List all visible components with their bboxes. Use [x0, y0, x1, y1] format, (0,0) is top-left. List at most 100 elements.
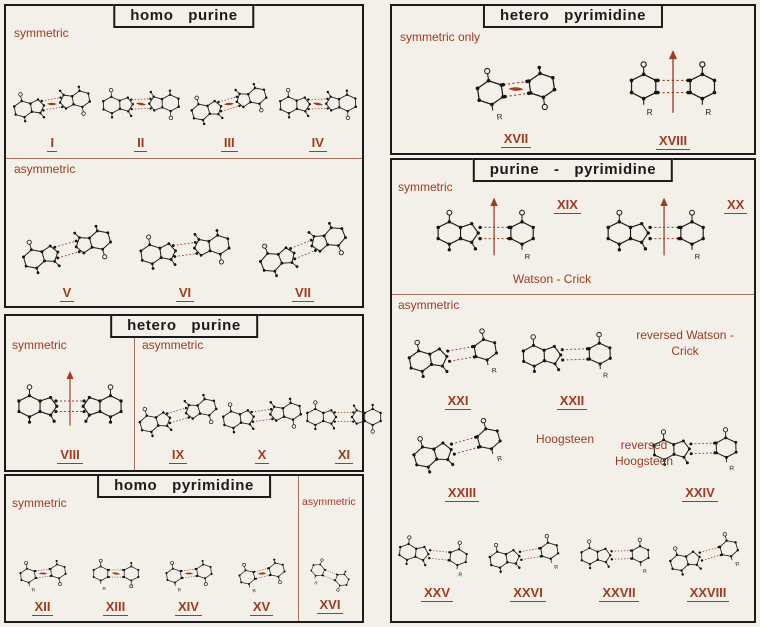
structure-XI: XI: [304, 352, 384, 464]
section-label-asymmetric: asymmetric: [302, 496, 356, 508]
basepair-diagram-XVIII: [609, 44, 737, 131]
basepair-diagram-XV: [225, 546, 298, 600]
structure-XVI: XVI: [300, 514, 360, 614]
structure-numeral-XIII: XIII: [102, 599, 129, 616]
basepair-diagram-XVII: [458, 49, 574, 129]
basepair-diagram-III: [185, 71, 273, 137]
structure-row-symmetric: I II III IV: [8, 38, 362, 152]
basepair-diagram-XI: [298, 379, 390, 455]
section-label-asymmetric: asymmetric: [142, 338, 204, 352]
basepair-diagram-XXV: [391, 517, 483, 593]
section-label-symmetric: symmetric: [12, 338, 67, 352]
structure-XIII: XIII: [79, 508, 152, 616]
basepair-diagram-IX: [136, 386, 220, 445]
structure-numeral-XXVII: XXVII: [599, 585, 639, 602]
structure-numeral-III: III: [220, 135, 238, 152]
panel-hetero-purine: hetero purine symmetric VIII asymmetric …: [4, 314, 364, 472]
structure-numeral-XX: XX: [724, 197, 748, 215]
basepair-diagram-XX: [606, 192, 724, 274]
basepair-diagram-XXVII: [575, 521, 662, 588]
structure-numeral-XXIII: XXIII: [444, 485, 480, 502]
panel-title-hetero-purine: hetero purine: [110, 314, 258, 338]
basepair-diagram-XIII: [79, 545, 153, 601]
structure-IV: IV: [274, 38, 363, 152]
section-divider: [6, 158, 362, 159]
structure-numeral-VII: VII: [292, 285, 314, 302]
structure-XXI: XXI: [402, 318, 514, 410]
annotation-watson-crick: Watson - Crick: [512, 272, 592, 286]
structure-numeral-XV: XV: [249, 599, 274, 616]
basepair-diagram-VI: [133, 209, 237, 289]
structure-XXV: XXV: [394, 522, 480, 602]
structure-numeral-XVI: XVI: [316, 597, 344, 614]
structure-numeral-V: V: [59, 285, 75, 302]
basepair-diagram-X: [216, 380, 307, 450]
structure-numeral-XXV: XXV: [420, 585, 453, 602]
basepair-diagram-II: [96, 69, 185, 138]
structure-numeral-XIV: XIV: [175, 599, 202, 616]
panel-purine-pyrimidine: purine - pyrimidine symmetric XIX XX Wat…: [390, 158, 756, 623]
basepair-diagram-XXI: [406, 318, 510, 391]
basepair-diagram-VII: [252, 211, 354, 288]
structure-XXIII: XXIII: [406, 408, 518, 502]
basepair-diagram-XIX: [436, 192, 554, 274]
structure-numeral-VIII: VIII: [57, 447, 83, 464]
structure-row-asymmetric: V VI VII: [8, 178, 362, 302]
structure-XV: XV: [225, 508, 298, 616]
structure-numeral-XXI: XXI: [444, 393, 472, 410]
section-label-asymmetric: asymmetric: [398, 298, 460, 312]
structure-VI: VI: [126, 178, 244, 302]
basepair-diagram-XVI: [297, 547, 364, 601]
basepair-diagram-XXIII: [406, 404, 517, 487]
structure-XXIV: XXIV: [648, 404, 752, 502]
structure-XII: XII: [6, 508, 79, 616]
section-divider: [134, 316, 135, 470]
panel-homo-pyrimidine: homo pyrimidine symmetric XII XIII XIV X…: [4, 474, 364, 623]
structure-numeral-II: II: [134, 135, 148, 152]
structure-numeral-VI: VI: [175, 285, 195, 302]
annotation-reversed-watson-crick: reversed Watson - Crick: [636, 328, 734, 358]
basepair-diagram-VIII: [17, 364, 123, 445]
structure-XXVI: XXVI: [484, 522, 572, 602]
structure-row-asymmetric: IX X XI: [136, 352, 362, 464]
section-divider: [298, 476, 299, 621]
structure-II: II: [97, 38, 186, 152]
structure-numeral-IV: IV: [308, 135, 327, 152]
panel-hetero-pyrimidine: hetero pyrimidine symmetric only XVII XV…: [390, 4, 756, 155]
basepair-diagram-XXII: [515, 311, 628, 398]
basepair-diagram-V: [19, 216, 115, 283]
structure-III: III: [185, 38, 274, 152]
structure-XXVII: XXVII: [576, 522, 662, 602]
structure-numeral-X: X: [254, 447, 270, 464]
structure-XXVIII: XXVIII: [664, 522, 752, 602]
section-divider: [392, 294, 754, 295]
structure-row-symmetric: XII XIII XIV XV: [6, 508, 298, 616]
structure-XVII: XVII: [446, 36, 586, 148]
basepair-diagram-XII: [9, 550, 77, 597]
basepair-diagram-XIV: [155, 550, 223, 597]
section-label-symmetric: symmetric: [398, 180, 453, 194]
structure-numeral-XI: XI: [334, 447, 354, 464]
structure-X: X: [220, 352, 304, 464]
structure-numeral-IX: IX: [168, 447, 188, 464]
panel-title-homo-purine: homo purine: [113, 4, 255, 28]
structure-numeral-XXII: XXII: [556, 393, 588, 410]
basepair-diagram-I: [11, 75, 93, 133]
structure-XVIII: XVIII: [598, 32, 748, 150]
structure-numeral-XIX: XIX: [554, 197, 581, 215]
structure-numeral-XII: XII: [31, 599, 54, 616]
panel-title-hetero-pyrimidine: hetero pyrimidine: [482, 4, 664, 28]
structure-I: I: [8, 38, 97, 152]
annotation-hoogsteen: Hoogsteen: [535, 432, 595, 446]
structure-VII: VII: [244, 178, 362, 302]
panel-title-purine-pyrimidine: purine - pyrimidine: [472, 158, 674, 182]
structure-IX: IX: [136, 352, 220, 464]
panel-homo-purine: homo purine symmetric I II III IV asymme…: [4, 4, 364, 308]
section-label-asymmetric: asymmetric: [14, 162, 76, 176]
section-label-symmetric: symmetric: [12, 496, 67, 510]
structure-numeral-XVII: XVII: [500, 131, 532, 148]
structure-numeral-I: I: [47, 135, 58, 152]
structure-V: V: [8, 178, 126, 302]
structure-numeral-XXIV: XXIV: [682, 485, 718, 502]
